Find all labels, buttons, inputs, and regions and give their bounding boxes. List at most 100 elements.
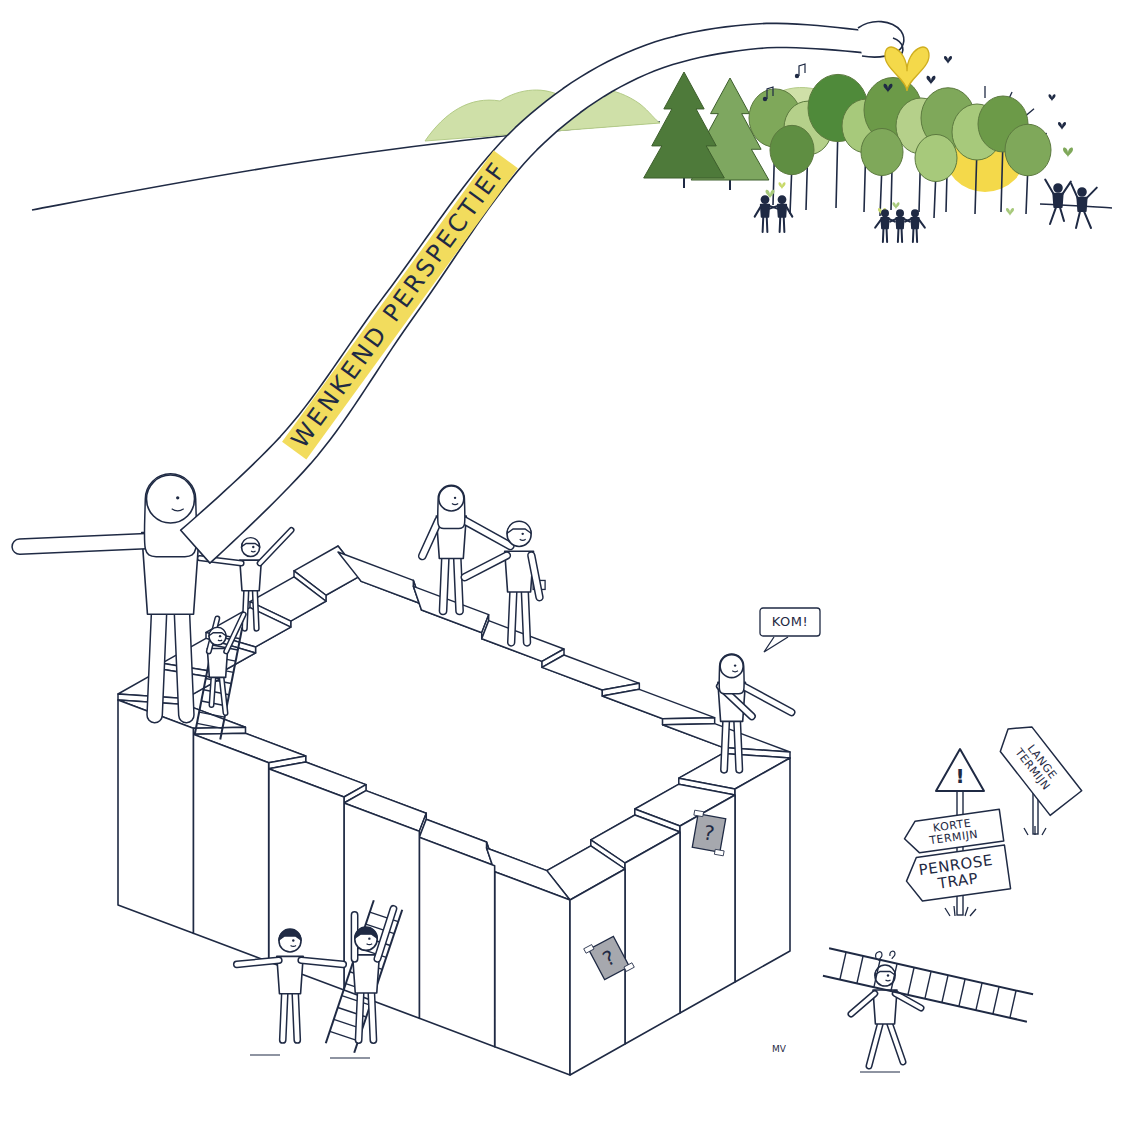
limb-fill	[255, 591, 257, 629]
limb	[1045, 180, 1054, 195]
limb	[1062, 182, 1071, 195]
mouth	[172, 509, 184, 511]
limb	[245, 591, 247, 629]
small-heart	[927, 76, 936, 85]
stair-tread	[542, 655, 639, 690]
limb-fill	[464, 520, 510, 546]
limb-fill	[155, 614, 159, 715]
person-figure	[770, 196, 793, 232]
ladder-rung	[891, 964, 897, 991]
stair-tread	[338, 552, 421, 604]
limb-fill	[890, 1024, 903, 1062]
small-heart	[1049, 94, 1056, 101]
limb	[295, 994, 297, 1040]
limb	[359, 993, 361, 1040]
tape-strip	[584, 945, 594, 954]
eye	[252, 546, 254, 548]
head	[897, 210, 903, 216]
person-figure	[851, 965, 921, 1066]
limb-fill	[511, 592, 513, 642]
limb-fill	[226, 614, 244, 651]
eye	[368, 937, 370, 939]
limb-fill	[465, 555, 507, 577]
mouth	[520, 539, 526, 540]
limb	[779, 217, 782, 232]
mouth	[732, 671, 738, 672]
limb	[371, 993, 373, 1040]
head	[720, 655, 743, 678]
pine-tree	[644, 72, 725, 178]
limb	[786, 206, 793, 217]
tree-canopy	[770, 125, 814, 174]
limb	[1076, 211, 1080, 228]
limb	[743, 686, 791, 712]
limb-fill	[724, 721, 726, 769]
limb-fill	[295, 994, 297, 1040]
warning-sign: !	[934, 747, 986, 793]
band-text: WENKEND PERSPECTIEF	[283, 151, 518, 459]
head	[882, 210, 888, 216]
person-figure	[353, 909, 394, 1040]
ladder-rung	[993, 987, 999, 1014]
person-figure	[718, 654, 792, 770]
node-outline	[760, 608, 820, 636]
head	[912, 210, 918, 216]
hair	[279, 929, 301, 940]
node-outline	[992, 717, 1081, 816]
tape-strip	[714, 849, 724, 855]
tree-canopy	[861, 128, 903, 175]
stair-tread	[413, 586, 488, 632]
hair	[242, 538, 260, 547]
block-wall	[625, 832, 680, 1044]
limb-fill	[20, 541, 146, 547]
eye	[454, 497, 456, 499]
ladder-rung	[874, 960, 880, 987]
ladder	[326, 900, 402, 1053]
limb	[1086, 188, 1097, 199]
hair	[209, 627, 226, 636]
head	[1054, 184, 1062, 192]
question-note: ?	[587, 935, 630, 981]
eye	[292, 939, 294, 941]
ladder-rail	[829, 948, 1033, 994]
sun-ray	[984, 86, 985, 98]
limb	[283, 994, 285, 1040]
limb	[260, 530, 292, 563]
big-heart	[885, 47, 929, 91]
head	[242, 539, 260, 557]
block-wall	[344, 803, 419, 1018]
limb	[762, 217, 765, 232]
limb-fill	[525, 592, 527, 642]
limb	[755, 206, 762, 217]
scene	[20, 22, 1112, 1075]
stair-tread	[602, 689, 714, 718]
ladder-rung	[925, 971, 931, 998]
hair	[719, 654, 744, 694]
tape-strip	[624, 963, 634, 972]
limb-fill	[359, 993, 361, 1040]
ladder-rung	[908, 968, 914, 995]
torso	[1077, 198, 1087, 212]
mouth	[291, 945, 297, 947]
head	[1078, 188, 1086, 196]
hair	[438, 485, 465, 528]
eye	[219, 635, 221, 637]
limb	[724, 721, 726, 769]
person-figure	[1045, 180, 1071, 224]
limb	[918, 219, 925, 228]
ladder-rung	[942, 975, 948, 1002]
carried-ladder	[823, 948, 1033, 1021]
limb-fill	[182, 614, 186, 715]
limb	[897, 229, 900, 242]
ladder	[195, 623, 243, 740]
eye	[176, 496, 179, 499]
person-figure	[237, 929, 343, 1040]
head	[147, 475, 195, 523]
limb	[890, 219, 897, 222]
person-figure	[422, 485, 510, 611]
limb	[422, 520, 438, 556]
hair	[144, 474, 196, 557]
ladder-rung	[330, 1031, 358, 1041]
